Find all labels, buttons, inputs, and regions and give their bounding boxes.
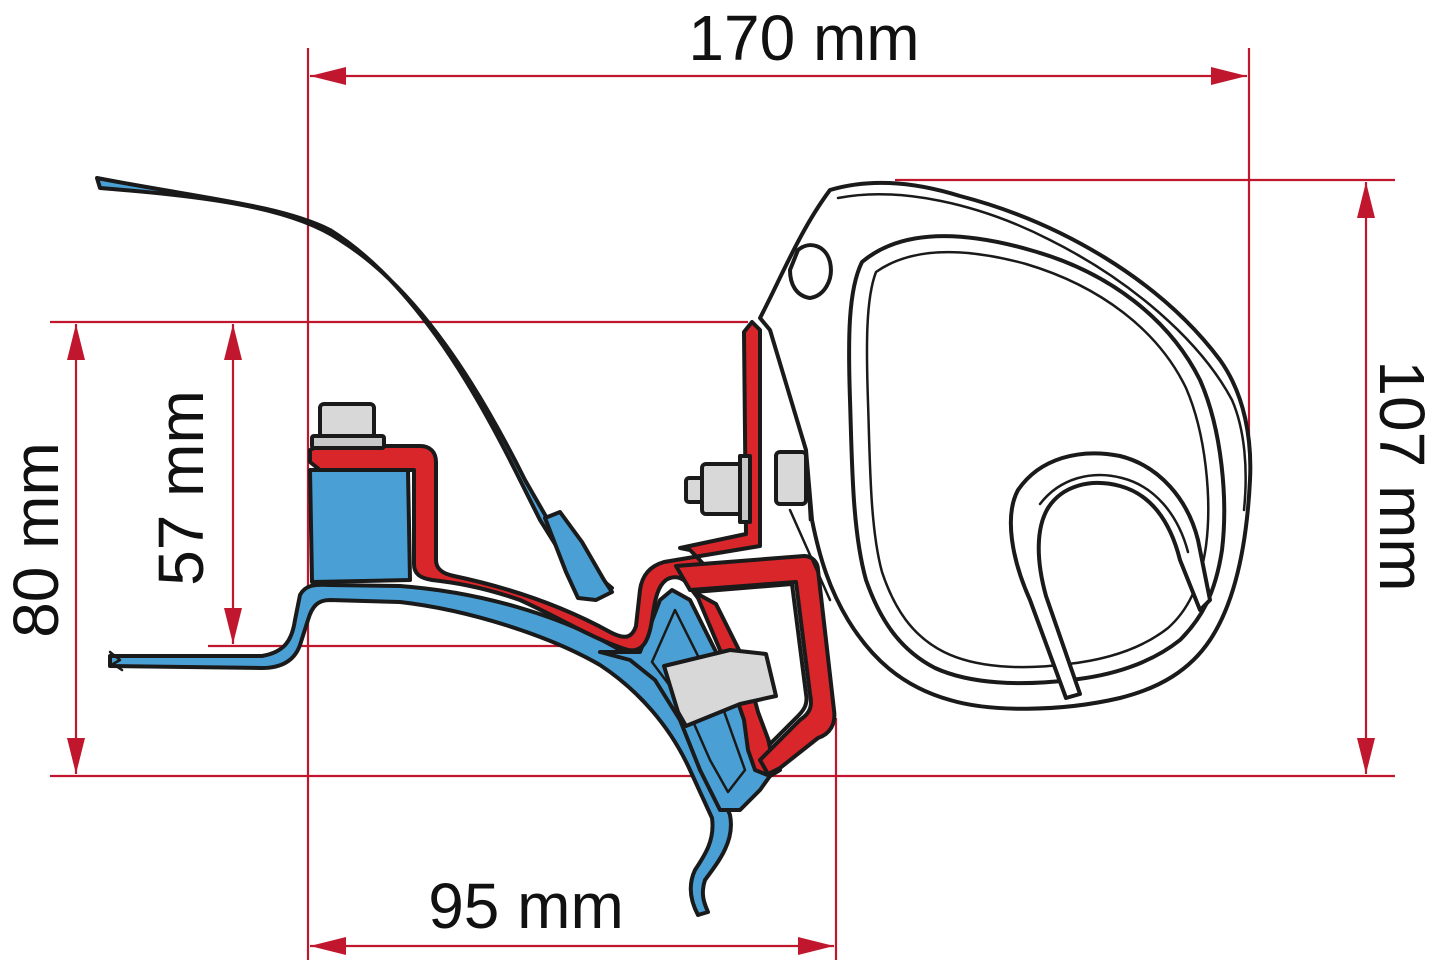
bolt-horizontal-head xyxy=(774,450,808,506)
roof-cut-mark xyxy=(108,650,124,672)
dim-170-arrow-left xyxy=(310,67,346,85)
bolt-lower xyxy=(662,648,778,728)
dim-107-arrow-top xyxy=(1357,182,1375,218)
case-inner-line xyxy=(865,250,1210,669)
dim-95-arrow-right xyxy=(798,937,834,955)
bolt-head-left xyxy=(318,402,376,440)
dim-57-arrow-bottom xyxy=(224,608,242,644)
label-57mm: 57 mm xyxy=(145,390,217,586)
case-flange-2 xyxy=(788,508,832,602)
case-inner-body xyxy=(847,234,1227,686)
dimension-labels: 170 mm 95 mm 80 mm 57 mm 107 mm xyxy=(0,2,1438,942)
support-block xyxy=(308,468,412,584)
dim-95-arrow-left xyxy=(310,937,346,955)
dim-107-arrow-bottom xyxy=(1357,738,1375,774)
dim-57-arrow-top xyxy=(224,324,242,360)
roof-seal xyxy=(543,510,614,602)
roller-tube xyxy=(1008,451,1212,700)
dim-170-arrow-right xyxy=(1211,67,1247,85)
bracket-loop xyxy=(674,554,837,776)
case-rim xyxy=(836,193,1247,512)
roller-tube-inner xyxy=(1038,473,1190,554)
label-170mm: 170 mm xyxy=(688,2,919,74)
label-107mm: 107 mm xyxy=(1366,360,1438,591)
dim-80-arrow-bottom xyxy=(67,738,85,774)
roof-lower xyxy=(108,582,733,917)
awning-case xyxy=(758,180,1253,711)
label-80mm: 80 mm xyxy=(0,442,72,638)
case-hinge xyxy=(788,243,833,300)
label-95mm: 95 mm xyxy=(428,870,624,942)
bolt-washer-left xyxy=(310,434,386,450)
case-flange xyxy=(804,448,812,522)
bolt-horizontal-nut xyxy=(700,462,744,516)
bolt-horizontal-washer xyxy=(738,454,752,524)
bolts xyxy=(310,402,808,728)
dim-80-arrow-top xyxy=(67,324,85,360)
